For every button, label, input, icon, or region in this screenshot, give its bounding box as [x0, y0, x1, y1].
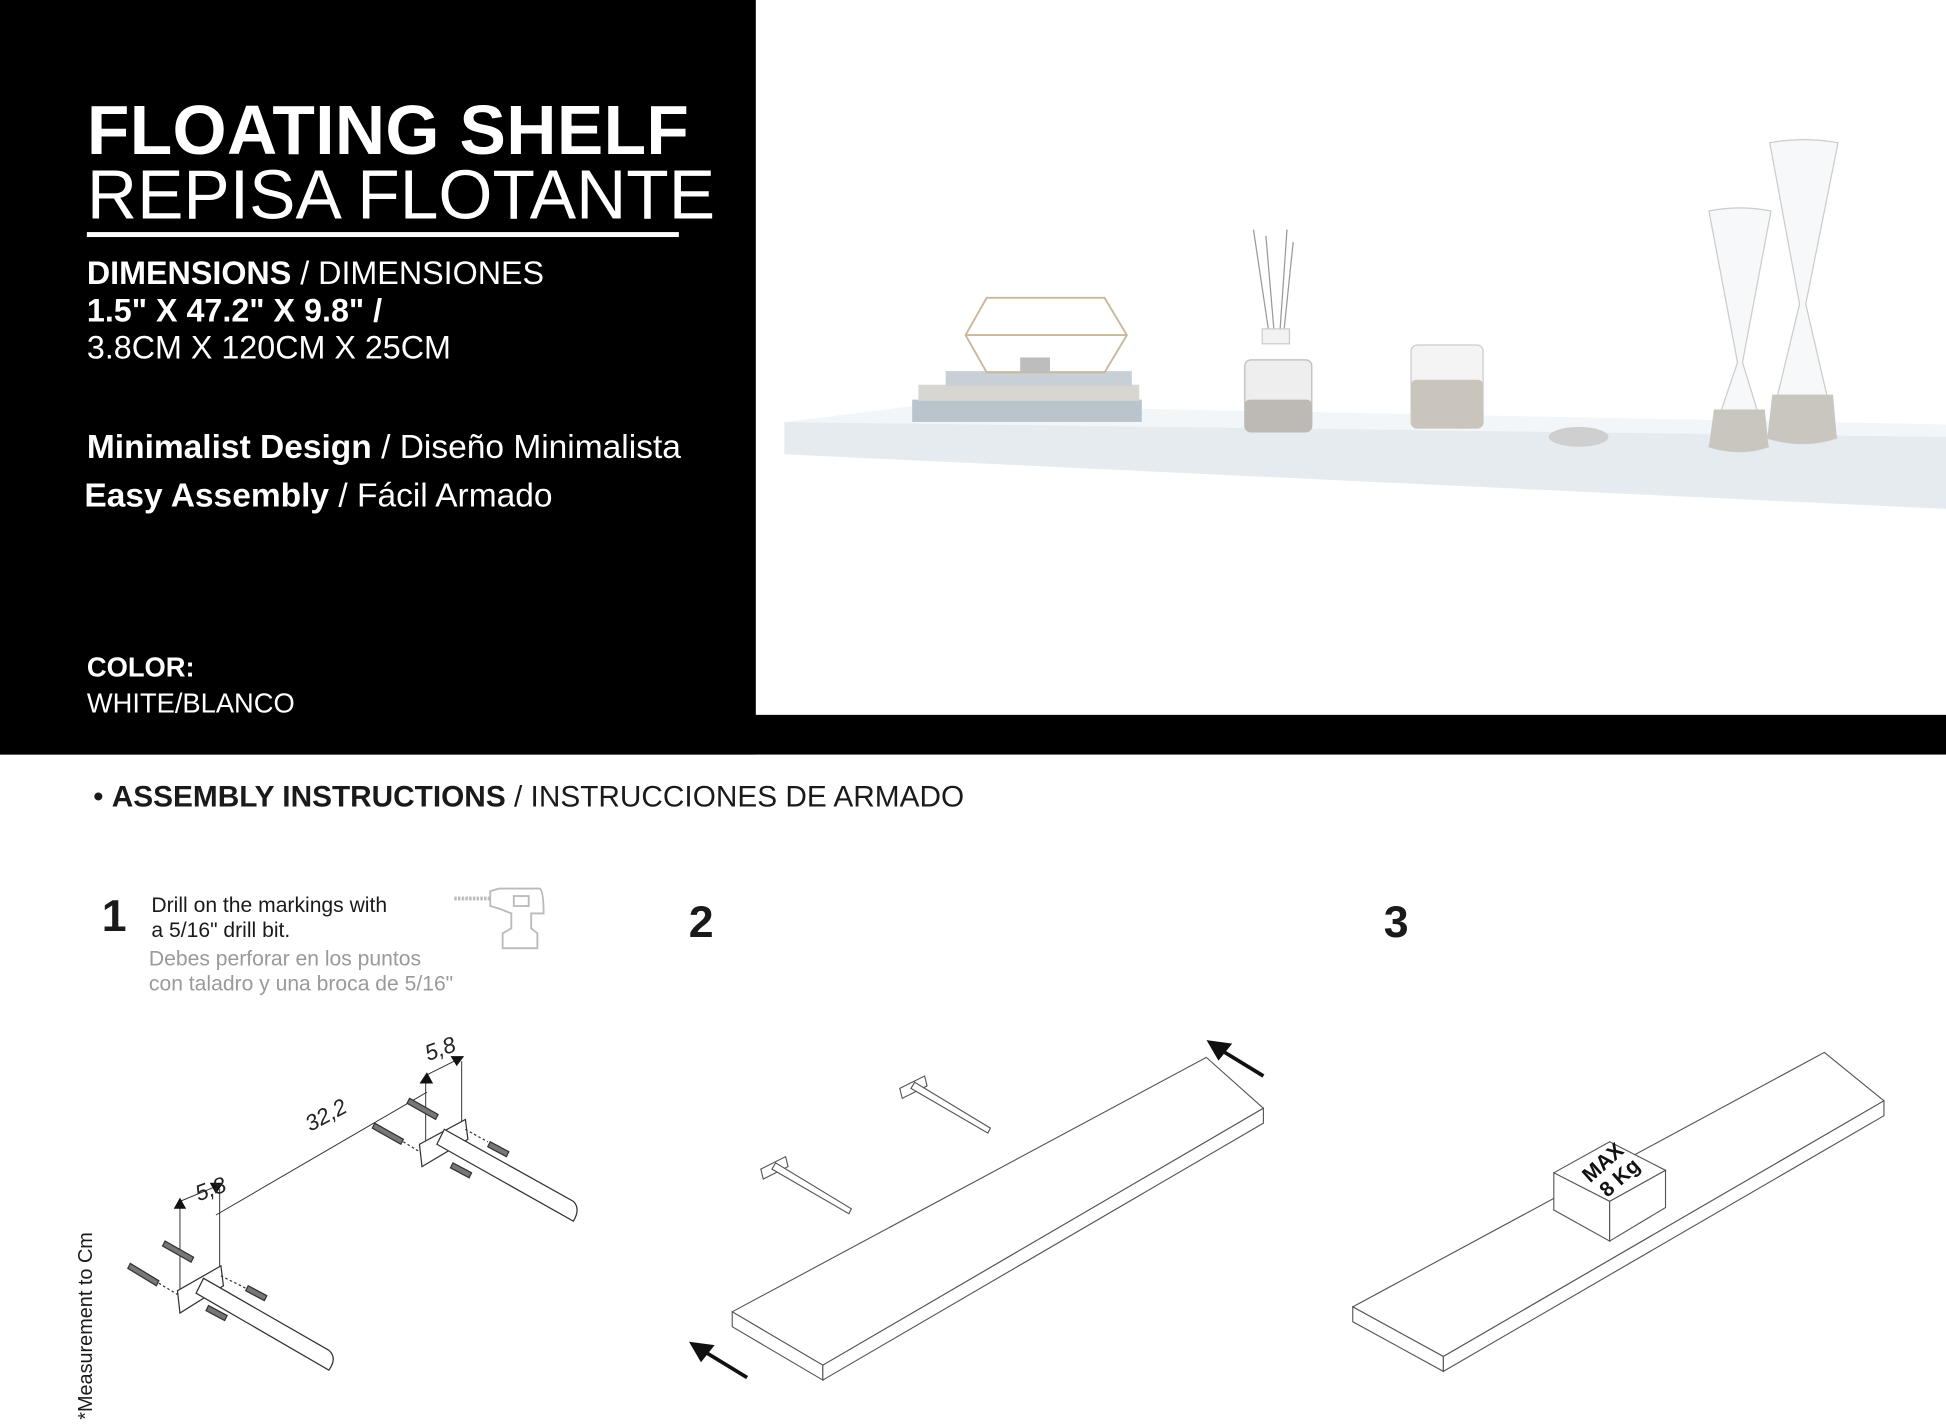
separator: / — [291, 254, 319, 292]
step-1-text-en-line1: Drill on the markings with — [151, 893, 388, 918]
separator: / — [505, 780, 531, 815]
dimensions-label-es: DIMENSIONES — [318, 254, 545, 292]
title-rule — [86, 232, 679, 238]
push-arrow-icon — [688, 1040, 1265, 1380]
feature-easy-assembly: Easy Assembly / Fácil Armado — [84, 477, 552, 515]
color-value: WHITE/BLANCO — [86, 687, 295, 719]
step-1-text-es-line1: Debes perforar en los puntos — [148, 946, 422, 971]
title-en: FLOATING SHELF — [86, 90, 690, 169]
step-1-text-en-line2: a 5/16" drill bit. — [151, 918, 291, 942]
weight-box — [1552, 1141, 1667, 1243]
bracket-left — [127, 1240, 334, 1371]
feature-1-es: Diseño Minimalista — [399, 428, 681, 466]
dimensions-inches: 1.5" X 47.2" X 9.8" / — [86, 291, 383, 329]
bracket — [760, 1075, 992, 1215]
step-2-number: 2 — [688, 896, 714, 947]
small-dish — [1548, 426, 1609, 447]
step-1-number: 1 — [101, 889, 127, 941]
assembly-heading-es: INSTRUCCIONES DE ARMADO — [530, 780, 965, 815]
assembly-heading: • ASSEMBLY INSTRUCTIONS / INSTRUCCIONES … — [93, 781, 964, 816]
dimensions-label: DIMENSIONS / DIMENSIONES — [87, 254, 544, 292]
feature-2-en: Easy Assembly — [84, 476, 330, 514]
info-panel — [0, 0, 756, 755]
candle-holder — [1410, 344, 1484, 429]
separator: / — [329, 476, 357, 514]
feature-2-es: Fácil Armado — [356, 476, 553, 514]
feature-1-en: Minimalist Design — [86, 428, 372, 466]
dimension-arrows — [173, 1056, 465, 1209]
feature-minimalist: Minimalist Design / Diseño Minimalista — [87, 428, 681, 466]
step-3-number: 3 — [1383, 896, 1409, 947]
bracket-right — [371, 1097, 578, 1223]
separator: / — [371, 428, 400, 466]
drill-icon — [454, 887, 545, 950]
hourglasses — [1708, 139, 1839, 453]
shelf-outline — [731, 1056, 1265, 1382]
dimensions-label-en: DIMENSIONS — [86, 254, 292, 292]
glass-lantern — [964, 296, 1128, 374]
assembly-heading-en: ASSEMBLY INSTRUCTIONS — [111, 780, 506, 815]
reed-diffuser — [1244, 229, 1313, 433]
color-label: COLOR: — [86, 651, 195, 683]
step-1-text-es-line2: con taladro y una broca de 5/16" — [148, 971, 454, 996]
dimensions-cm: 3.8CM X 120CM X 25CM — [86, 328, 451, 367]
title-es: REPISA FLOTANTE — [86, 155, 716, 234]
divider-band — [0, 714, 1946, 755]
books — [912, 371, 1142, 422]
bullet: • — [93, 780, 104, 815]
